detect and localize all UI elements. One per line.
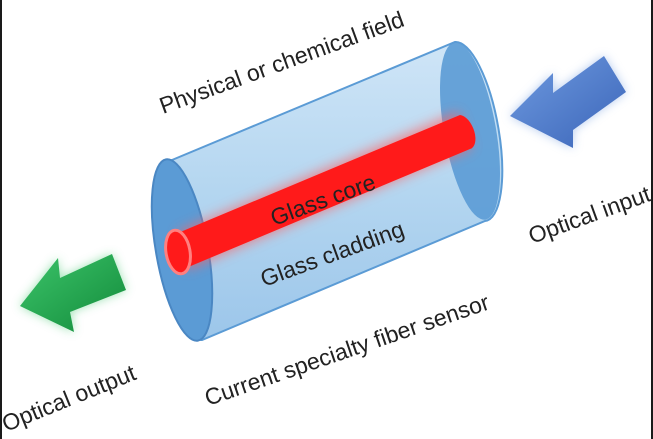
core-body	[178, 115, 476, 268]
core-near-end	[164, 228, 192, 276]
glass-core	[164, 112, 476, 276]
input-label: Optical input	[525, 180, 653, 248]
output-label: Optical output	[0, 359, 140, 436]
input-arrow	[510, 56, 626, 148]
arrow-left-icon	[20, 254, 126, 332]
output-arrow	[20, 254, 126, 332]
arrow-left-icon	[510, 56, 626, 148]
